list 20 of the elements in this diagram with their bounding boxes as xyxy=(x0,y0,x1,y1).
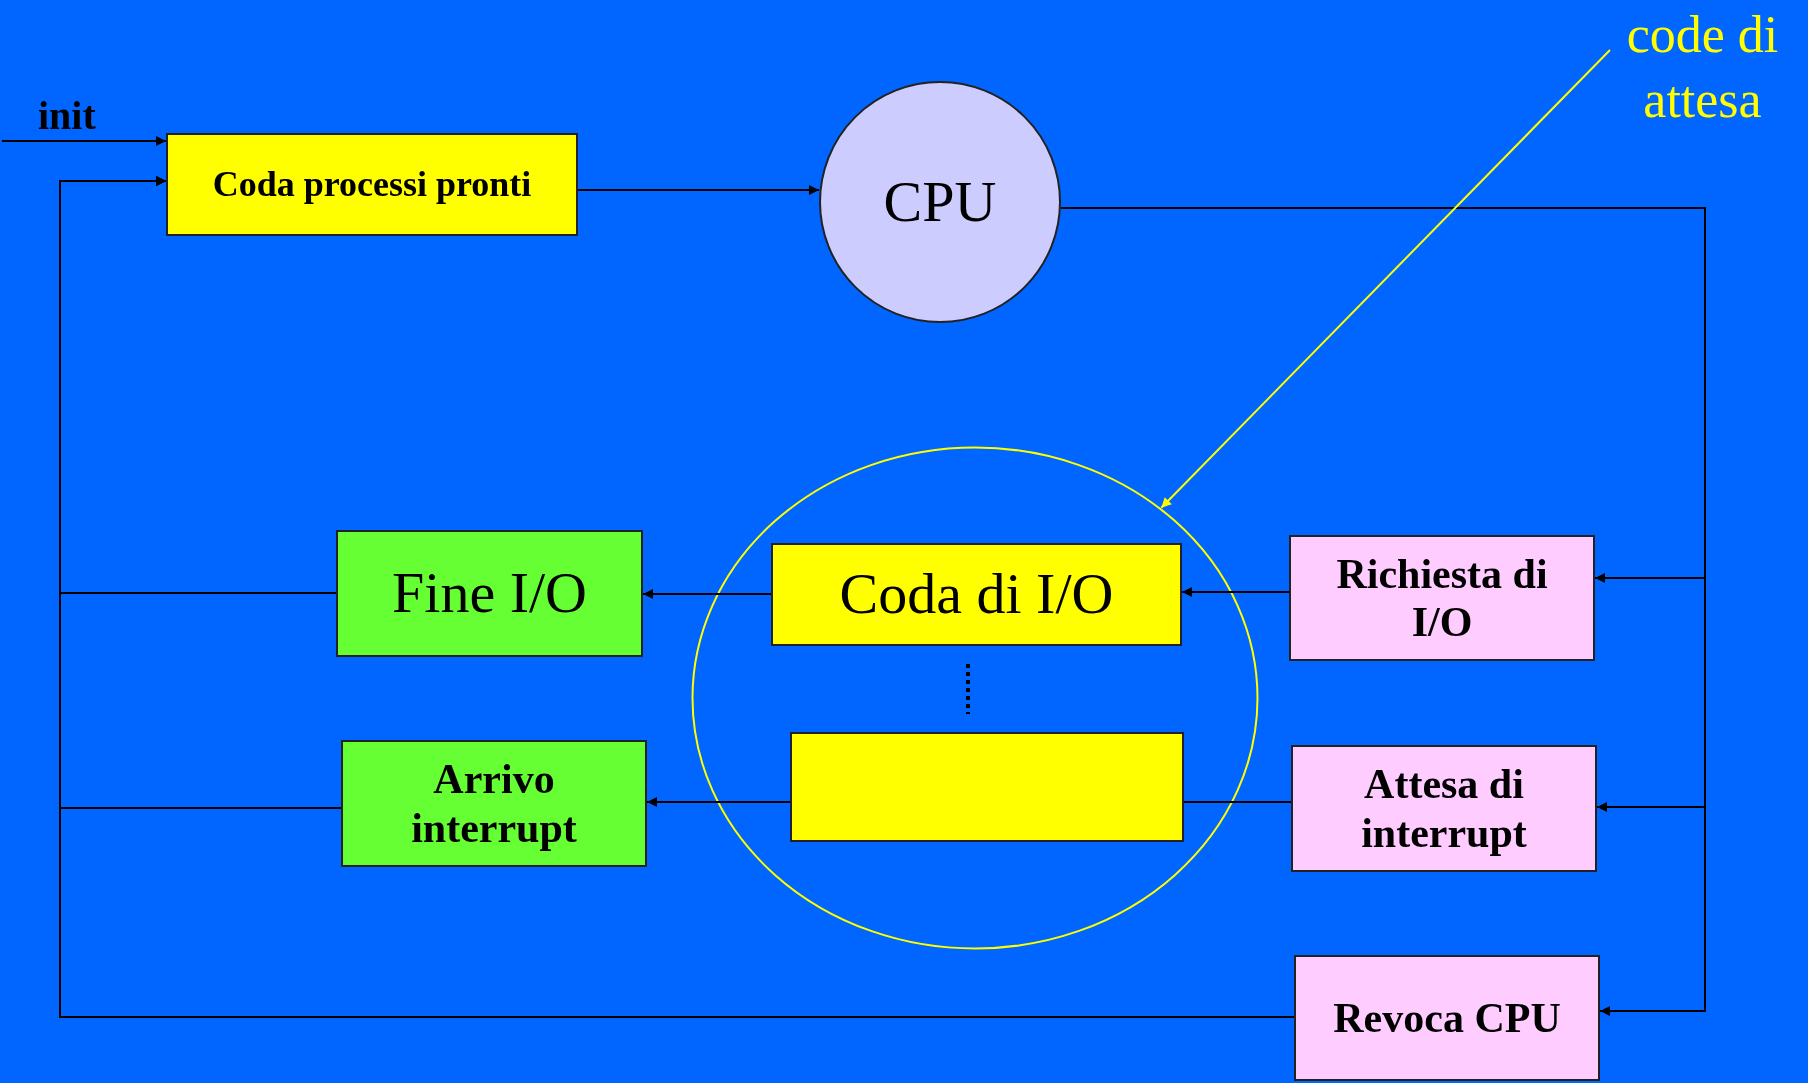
arrow xyxy=(646,797,791,807)
edge-label: init xyxy=(38,92,96,139)
leader-line xyxy=(1160,49,1611,509)
arrow xyxy=(577,185,820,195)
process-box: Attesa di interrupt xyxy=(1291,745,1597,872)
queue-box: Coda processi pronti xyxy=(166,133,578,236)
process-box: Revoca CPU xyxy=(1294,955,1600,1081)
cpu-circle: CPU xyxy=(819,81,1061,323)
callout-label: code di attesa xyxy=(1600,2,1805,132)
arrow xyxy=(1,136,167,146)
process-box: Arrivo interrupt xyxy=(341,740,647,867)
process-box: Richiesta di I/O xyxy=(1289,535,1595,661)
dotted-line xyxy=(966,664,970,714)
arrow xyxy=(1181,587,1290,597)
queue-ellipse xyxy=(691,446,1259,950)
arrow xyxy=(642,589,772,599)
process-box: Fine I/O xyxy=(336,530,643,657)
queue-box xyxy=(790,732,1184,842)
queue-box: Coda di I/O xyxy=(771,543,1182,646)
arrow xyxy=(59,176,1295,1018)
